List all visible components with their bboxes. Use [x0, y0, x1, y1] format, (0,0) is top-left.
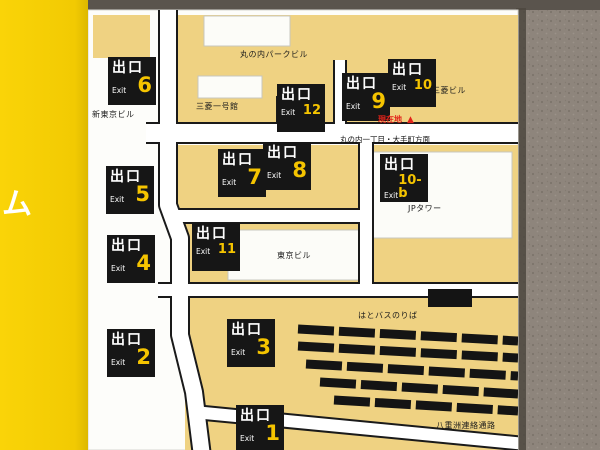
exit-label-row: Exit 4 — [111, 251, 151, 276]
exit-label-row: Exit 5 — [110, 182, 150, 207]
exit-number: 10 — [413, 78, 432, 94]
exit-en-label: Exit — [240, 433, 255, 443]
exit-marker-9: 出口 Exit 9 — [342, 73, 390, 121]
exit-number: 10-b — [398, 173, 422, 202]
exit-marker-3: 出口 Exit 3 — [227, 319, 275, 367]
railway-tracks — [297, 289, 518, 416]
exit-jp-label: 出口 — [281, 87, 313, 103]
building-label-tokyo-building: 東京ビル — [277, 251, 311, 260]
exit-en-label: Exit — [112, 85, 127, 95]
yellow-sign-edge — [0, 0, 88, 450]
exit-number: 9 — [371, 89, 386, 114]
exit-label-row: Exit 3 — [231, 335, 271, 360]
building-label-shin-tokyo-building: 新東京ビル — [92, 110, 135, 119]
exit-label-row: Exit 10 — [392, 79, 432, 92]
exit-label-row: Exit 2 — [111, 345, 151, 370]
exit-marker-11: 出口 Exit 11 — [192, 223, 240, 271]
current-location-label: 現在地 — [378, 115, 402, 124]
exit-number: 12 — [302, 103, 321, 119]
exit-en-label: Exit — [231, 347, 246, 357]
exit-marker-8: 出口 Exit 8 — [263, 142, 311, 190]
exit-marker-5: 出口 Exit 5 — [106, 166, 154, 214]
exit-number: 6 — [137, 73, 152, 98]
exit-en-label: Exit — [222, 177, 237, 187]
exit-jp-label: 出口 — [111, 238, 143, 254]
exit-jp-label: 出口 — [231, 322, 263, 338]
building-label-mitsubishi-building: 三菱ビル — [432, 86, 466, 95]
current-location-icon: ▲ — [407, 115, 414, 125]
exit-number: 2 — [136, 345, 151, 370]
exit-number: 5 — [135, 182, 150, 207]
exit-number: 11 — [217, 242, 236, 258]
exit-jp-label: 出口 — [392, 62, 424, 78]
exit-marker-2: 出口 Exit 2 — [107, 329, 155, 377]
exit-number: 7 — [247, 165, 262, 190]
exit-jp-label: 出口 — [267, 145, 299, 161]
exit-marker-12: 出口 Exit 12 — [277, 84, 325, 132]
edge-strip-character: ム — [2, 187, 32, 222]
exit-jp-label: 出口 — [222, 152, 254, 168]
exit-marker-6: 出口 Exit 6 — [108, 57, 156, 105]
panel-right-shadow — [516, 8, 526, 450]
exit-en-label: Exit — [392, 83, 407, 93]
exit-label-row: Exit 7 — [222, 165, 262, 190]
exit-jp-label: 出口 — [346, 76, 378, 92]
exit-number: 8 — [292, 158, 307, 183]
direction-note: 丸の内一丁目・大手町方面 — [340, 135, 430, 144]
panel-top-shadow — [88, 0, 600, 10]
exit-jp-label: 出口 — [112, 60, 144, 76]
exit-label-row: Exit 9 — [346, 89, 386, 114]
exit-en-label: Exit — [346, 101, 361, 111]
exit-marker-4: 出口 Exit 4 — [107, 235, 155, 283]
exit-jp-label: 出口 — [240, 408, 272, 424]
exit-marker-7: 出口 Exit 7 — [218, 149, 266, 197]
exit-marker-1: 出口 Exit 1 — [236, 405, 284, 450]
building-label-marunouchi-park-building: 丸の内パークビル — [240, 50, 308, 59]
exit-marker-10: 出口 Exit 10 — [388, 59, 436, 107]
exit-jp-label: 出口 — [196, 226, 228, 242]
exit-number: 1 — [265, 421, 280, 446]
exit-jp-label: 出口 — [384, 157, 416, 173]
exit-jp-label: 出口 — [110, 169, 142, 185]
building-label-mitsubishi-ichigokan: 三菱一号館 — [196, 102, 239, 111]
exit-en-label: Exit — [267, 170, 282, 180]
building-label-yaesu-connecting-passage: 八重洲連絡通路 — [436, 421, 496, 430]
black-building-block — [428, 289, 472, 307]
exit-en-label: Exit — [281, 108, 296, 118]
exit-number: 4 — [136, 251, 151, 276]
building-label-hato-bus-boarding: はとバスのりば — [358, 311, 418, 320]
exit-label-row: Exit 12 — [281, 104, 321, 117]
exit-label-row: Exit 11 — [196, 243, 236, 256]
exit-en-label: Exit — [384, 191, 399, 201]
exit-en-label: Exit — [110, 194, 125, 204]
building-label-jp-tower: JPタワー — [408, 204, 442, 213]
exit-label-row: Exit 8 — [267, 158, 307, 183]
exit-en-label: Exit — [111, 263, 126, 273]
exit-jp-label: 出口 — [111, 332, 143, 348]
exit-number: 3 — [256, 335, 271, 360]
exit-en-label: Exit — [196, 247, 211, 257]
exit-en-label: Exit — [111, 357, 126, 367]
exit-label-row: Exit 6 — [112, 73, 152, 98]
exit-label-row: Exit 1 — [240, 421, 280, 446]
